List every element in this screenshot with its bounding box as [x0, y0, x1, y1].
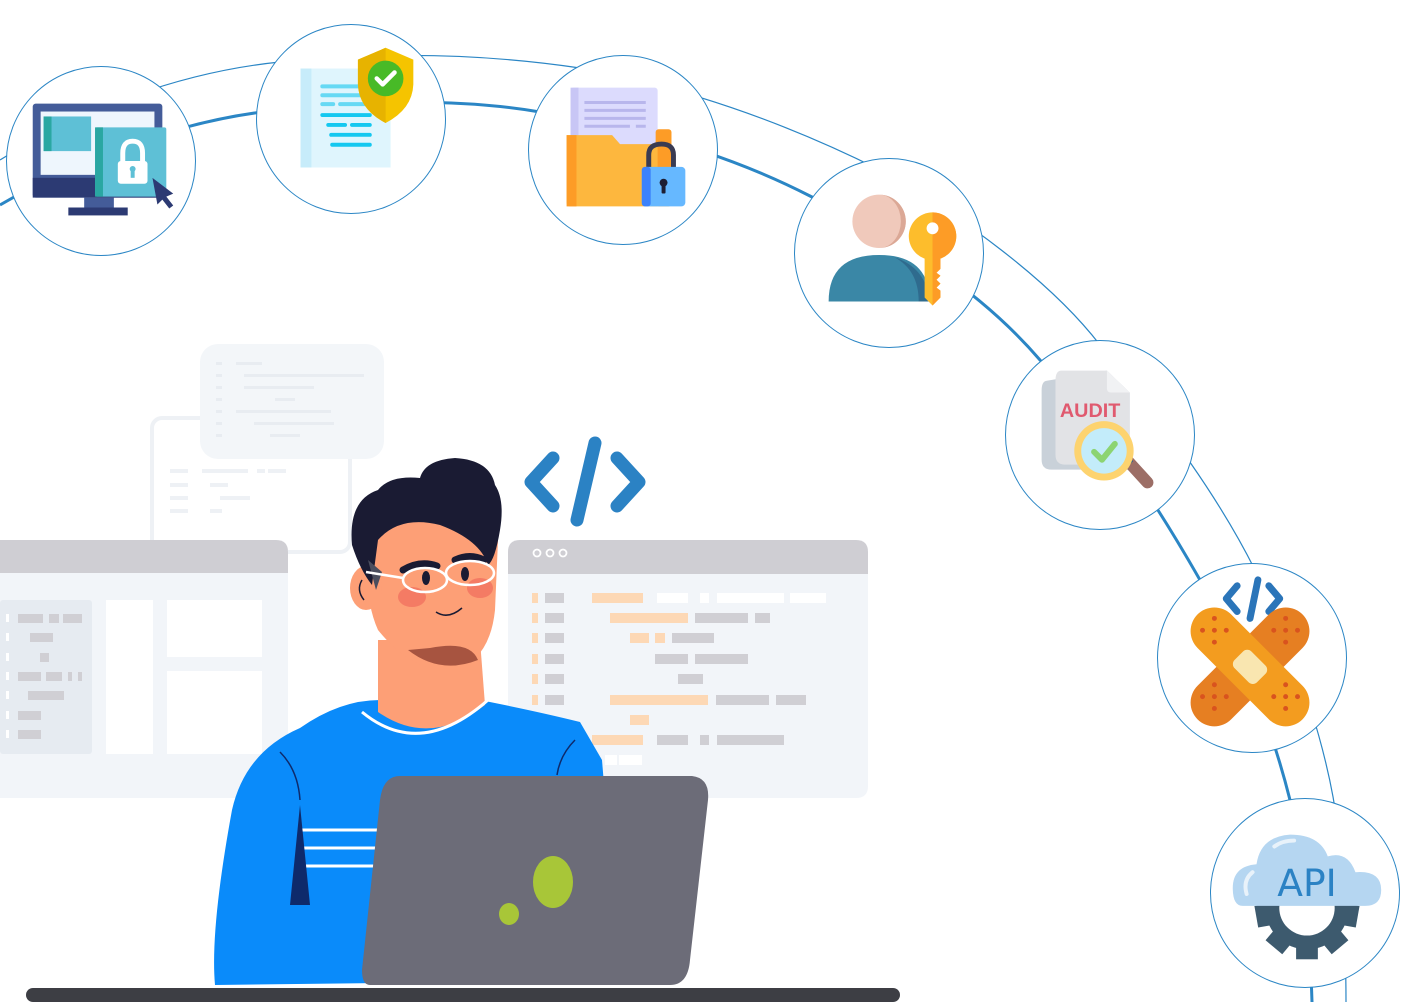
- node-data-protection: [528, 55, 718, 245]
- locked-folder-icon: [566, 87, 686, 207]
- node-patching: [1157, 563, 1347, 753]
- node-access-control: [794, 158, 984, 348]
- audit-label: AUDIT: [1060, 400, 1120, 422]
- node-audit: AUDIT: [1005, 340, 1195, 530]
- audit-magnifier-icon: AUDIT: [1041, 370, 1154, 489]
- node-secure-login: [6, 66, 196, 256]
- api-cloud-gear-icon: API: [1232, 834, 1382, 960]
- user-key-icon: [828, 194, 957, 306]
- code-bandage-icon: [1190, 576, 1310, 727]
- desk: [26, 988, 900, 1002]
- locked-monitor-icon: [32, 103, 174, 216]
- document-shield-check-icon: [300, 47, 414, 168]
- laptop-logo: [533, 856, 573, 908]
- api-label: API: [1277, 861, 1336, 905]
- node-compliance: [256, 24, 446, 214]
- node-api-security: API: [1210, 798, 1400, 988]
- window-dots: [532, 548, 568, 558]
